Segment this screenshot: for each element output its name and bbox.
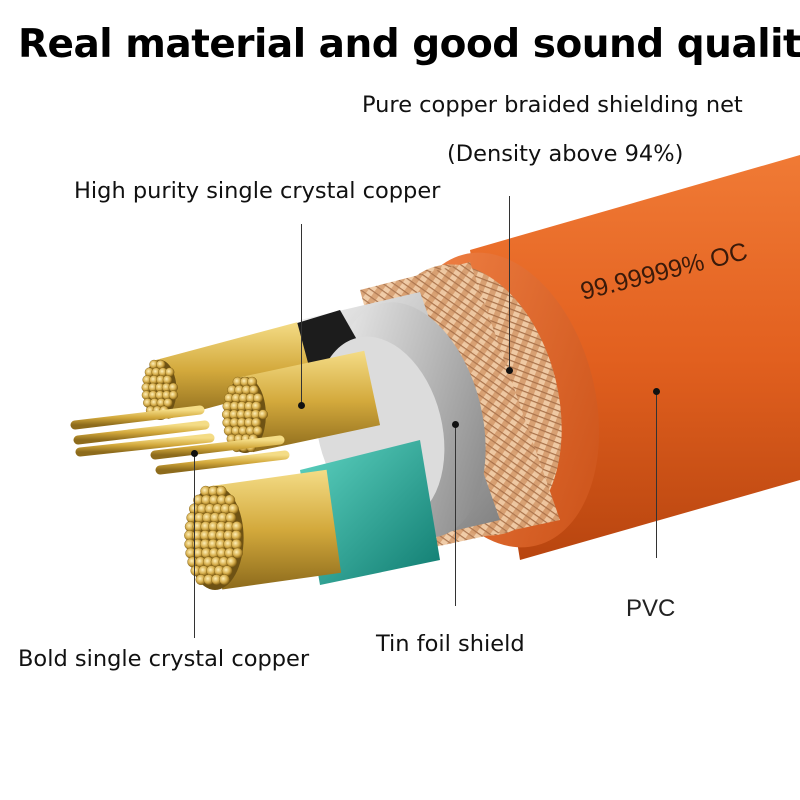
conductor-middle xyxy=(221,350,381,453)
label-braid-density: (Density above 94%) xyxy=(447,141,684,167)
dot-braid xyxy=(506,367,513,374)
dot-pvc xyxy=(653,388,660,395)
dot-bold xyxy=(191,450,198,457)
dot-tin xyxy=(452,421,459,428)
leader-braid xyxy=(509,196,511,371)
leader-tin xyxy=(455,426,457,606)
leader-high-purity xyxy=(301,224,303,404)
thin-strand xyxy=(150,435,285,460)
label-pvc: PVC xyxy=(626,595,676,622)
dot-high-purity xyxy=(298,402,305,409)
conductor-top xyxy=(141,322,313,420)
leader-bold xyxy=(194,455,196,638)
conductor-bottom xyxy=(184,469,342,590)
label-braided-shield: Pure copper braided shielding net xyxy=(362,92,743,118)
label-tin-foil: Tin foil shield xyxy=(376,631,525,657)
page-title: Real material and good sound quality xyxy=(18,22,800,67)
label-high-purity-copper: High purity single crystal copper xyxy=(74,178,441,204)
thin-strand xyxy=(70,405,205,430)
label-bold-copper: Bold single crystal copper xyxy=(18,646,310,672)
thin-strand xyxy=(155,450,290,475)
thin-strand xyxy=(75,433,215,457)
thin-strand xyxy=(73,420,210,445)
leader-pvc xyxy=(656,393,658,558)
